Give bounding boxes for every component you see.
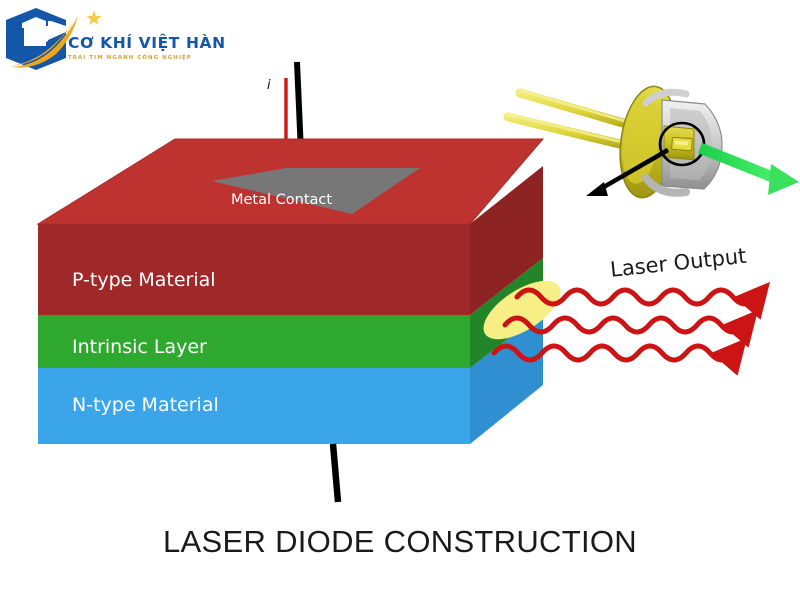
company-tagline: TRÁI TIM NGÀNH CÔNG NGHIỆP	[68, 55, 192, 61]
star-icon	[86, 10, 102, 25]
green-beam	[697, 142, 799, 195]
metal-contact-label: Metal Contact	[231, 192, 333, 208]
company-logo-mark-icon	[6, 8, 78, 70]
company-name: CƠ KHÍ VIỆT HÀN	[68, 34, 226, 52]
company-logo-text: CƠ KHÍ VIỆT HÀN TRÁI TIM NGÀNH CÔNG NGHI…	[68, 34, 226, 69]
laser-wave-1	[514, 281, 771, 320]
company-logo[interactable]: CƠ KHÍ VIỆT HÀN TRÁI TIM NGÀNH CÔNG NGHI…	[0, 2, 226, 82]
bottom-wire	[329, 443, 342, 503]
current-label: i	[267, 78, 271, 93]
diode-pins	[503, 88, 645, 153]
n-type-layer	[38, 312, 543, 444]
p-type-layer	[38, 166, 543, 315]
figure-caption: LASER DIODE CONSTRUCTION	[163, 524, 637, 559]
p-type-layer-label: P-type Material	[72, 269, 216, 291]
intrinsic-layer-label: Intrinsic Layer	[72, 336, 207, 358]
laser-wave-2	[502, 309, 759, 348]
diode-package	[503, 85, 799, 199]
metal-contact-pad	[212, 168, 420, 214]
n-type-layer-label: N-type Material	[72, 394, 219, 416]
laser-wave-3	[491, 337, 748, 376]
